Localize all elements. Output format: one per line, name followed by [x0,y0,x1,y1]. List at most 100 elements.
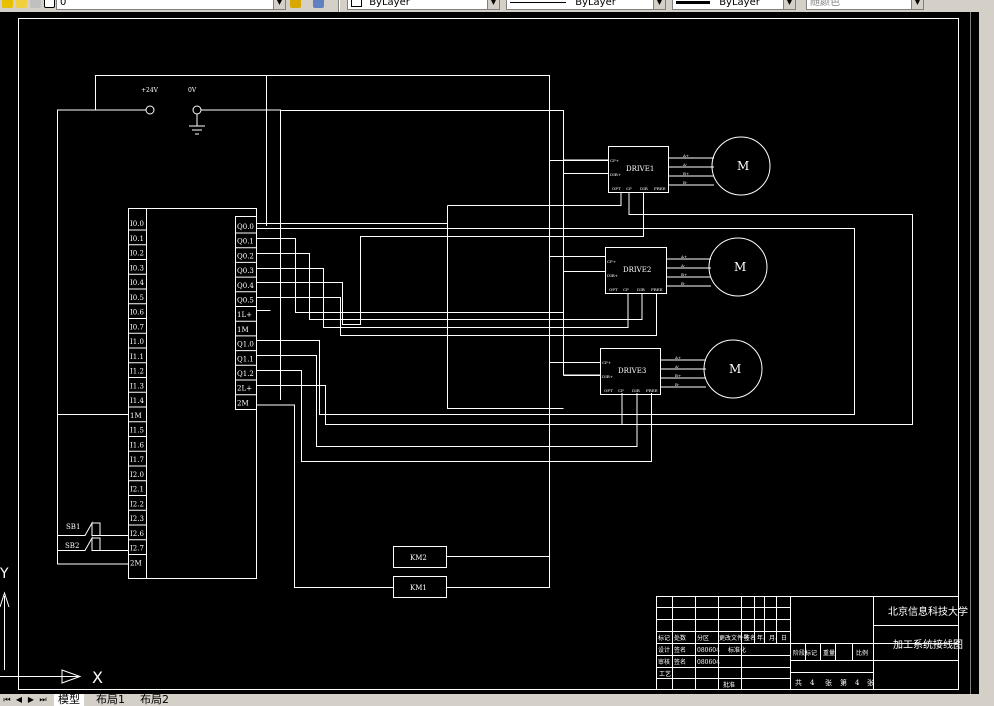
driver-bottom-1: CP [618,388,624,393]
ucs-y-label: Y [0,566,9,582]
plc-input-11: I1.3 [130,382,144,390]
tb-check-0: 审核 [658,658,670,666]
stepper-motor [703,339,763,399]
plc-output-2: Q0.2 [237,252,254,260]
chevron-down-icon[interactable]: ▼ [653,0,665,9]
chevron-down-icon[interactable]: ▼ [783,0,795,9]
tb-sheet-0: 共 [795,678,802,687]
driver-in-minus: DIR+ [602,374,613,379]
plc-input-3: I0.3 [130,264,144,272]
color-dropdown[interactable]: ByLayer ▼ [347,0,500,10]
relay-km1: KM1 [256,404,447,598]
tb-header-4: 签名 [744,634,756,642]
first-tab-icon[interactable]: ⏮ [3,695,11,704]
layer-sun-icon[interactable] [16,0,27,8]
driver-right-3: B- [683,180,688,185]
driver-right-1: A- [682,162,688,167]
power-0v-label: 0V [188,87,197,94]
plc-output-11: 2L+ [237,385,252,393]
driver-bottom-2: DIR [632,388,641,393]
tb-header-2: 分区 [697,634,709,642]
tab-model[interactable]: 模型 [54,694,84,706]
driver-bottom-0: OPT [604,388,613,393]
drawing-border [18,18,959,690]
toolbar-separator [338,0,340,12]
linetype-sample-icon [510,1,566,3]
plc-input-10: I1.2 [130,368,144,376]
layer-previous-icon[interactable] [313,0,324,8]
layer-lock-icon[interactable] [30,0,41,8]
plotstyle-dropdown[interactable]: 随颜色 ▼ [806,0,924,10]
driver-bottom-1: CP [623,287,629,292]
plc-input-17: I2.0 [130,471,144,479]
plc-output-8: Q1.0 [237,341,254,349]
plc-output-10: Q1.2 [237,370,254,378]
driver-right-0: A+ [674,355,681,360]
chevron-down-icon[interactable]: ▼ [487,0,499,9]
tb-sheet-1: 4 [810,679,815,687]
ucs-icon: X Y [0,566,103,687]
stepper-motor [711,136,771,196]
driver-in-minus: DIR+ [610,172,621,177]
tb-sheet-3: 第 [840,678,847,687]
chevron-down-icon[interactable]: ▼ [273,0,285,9]
tb-check-2: 080604 [697,659,720,666]
motor-label: M [729,362,741,376]
layer-color-icon[interactable] [44,0,55,8]
plc-input-1: I0.1 [130,235,144,243]
properties-toolbar: 0 ▼ ByLayer ▼ ByLayer ▼ ByLayer ▼ 随颜色 ▼ [0,0,994,12]
driver-bottom-0: OPT [609,287,618,292]
driver-bottom-1: CP [626,186,632,191]
title-block-headers: 标记处数分区更改文件号签名年、月、日 [658,634,787,642]
tb-sheet-5: 张 [867,678,874,687]
plc-output-4: Q0.4 [237,282,254,290]
chevron-down-icon[interactable]: ▼ [911,0,923,9]
last-tab-icon[interactable]: ⏭ [39,695,47,704]
driver-body [600,348,661,395]
layer-on-icon[interactable] [2,0,13,8]
plc-output-12: 2M [237,399,249,407]
driver-in-plus: CP+ [602,360,611,365]
driver-bottom-3: FREE [646,388,658,393]
plc-output-5: Q0.5 [237,297,254,305]
linetype-value: ByLayer [575,0,616,8]
driver-bottom-3: FREE [654,186,666,191]
driver-bottom-2: DIR [637,287,646,292]
plc-output-0: Q0.0 [237,223,254,231]
color-swatch-icon [351,0,362,7]
driver-name: DRIVE2 [623,266,651,274]
switch-sb1: SB1 [57,521,128,536]
layer-dropdown[interactable]: 0 ▼ [56,0,286,10]
drawing-canvas[interactable] [0,12,994,694]
lineweight-value: ByLayer [719,0,760,8]
tb-sheet-2: 张 [825,678,832,687]
make-layer-current-icon[interactable] [290,0,301,8]
plc-output-labels: Q0.0Q0.1Q0.2Q0.3Q0.4Q0.51L+1MQ1.0Q1.1Q1.… [235,223,257,407]
driver-in-plus: CP+ [607,259,616,264]
driver-right-1: A- [674,364,680,369]
plc-output-wires [256,159,913,462]
tab-layout2[interactable]: 布局2 [140,694,169,706]
switch-sb2: SB2 [57,536,128,551]
color-value: ByLayer [369,0,410,8]
prev-tab-icon[interactable]: ◀ [15,695,23,704]
lineweight-dropdown[interactable]: ByLayer ▼ [672,0,796,10]
plc-input-14: I1.5 [130,427,144,435]
linetype-dropdown[interactable]: ByLayer ▼ [506,0,666,10]
motor-label: M [737,159,749,173]
tb-header-5: 年、月、日 [757,634,787,642]
plc-input-labels: I0.0I0.1I0.2I0.3I0.4I0.5I0.6I0.7I1.0I1.1… [128,220,147,567]
approve-label: 批准 [723,681,735,689]
vertical-scrollbar[interactable] [979,12,994,694]
next-tab-icon[interactable]: ▶ [27,695,35,704]
plc-input-9: I1.1 [130,353,144,361]
plc-output-9: Q1.1 [237,355,254,363]
tab-layout1[interactable]: 布局1 [96,694,125,706]
plc-output-1: Q0.1 [237,238,254,246]
plc-input-20: I2.3 [130,515,144,523]
